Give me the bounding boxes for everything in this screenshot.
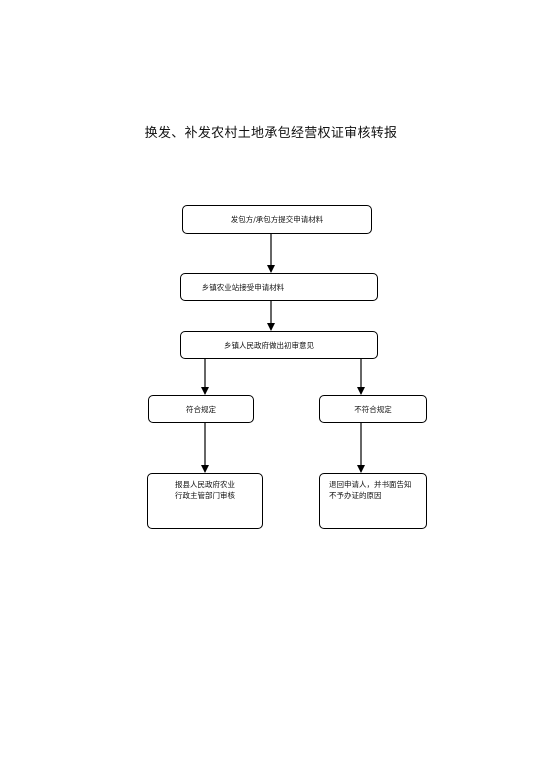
submit-materials-text: 发包方/承包方提交申请材料 — [230, 215, 324, 224]
receive-materials-text: 乡镇农业站接受申请材料 — [201, 282, 285, 292]
preliminary-review-text: 乡镇人民政府做出初审意见 — [224, 340, 314, 350]
report-county-box: 报县人民政府农业 行政主管部门审核 — [147, 473, 263, 529]
noncompliant-box: 不符合规定 — [319, 395, 427, 423]
preliminary-review-box: 乡镇人民政府做出初审意见 — [180, 331, 378, 359]
receive-materials-box: 乡镇农业站接受申请材料 — [180, 273, 378, 301]
return-applicant-text-line-1: 退回申请人，并书面告知 — [329, 480, 412, 489]
report-county-text-line-1: 报县人民政府农业 — [175, 480, 235, 489]
report-county-text-line-2: 行政主管部门审核 — [175, 491, 235, 500]
compliant-text: 符合规定 — [186, 404, 216, 414]
return-applicant-text-line-2: 不予办证的原因 — [329, 491, 382, 500]
submit-materials-box: 发包方/承包方提交申请材料 — [182, 205, 372, 234]
page-title: 换发、补发农村土地承包经营权证审核转报 — [144, 126, 398, 141]
noncompliant-text: 不符合规定 — [354, 404, 392, 414]
return-applicant-box: 退回申请人，并书面告知 不予办证的原因 — [319, 473, 427, 529]
compliant-box: 符合规定 — [148, 395, 254, 423]
